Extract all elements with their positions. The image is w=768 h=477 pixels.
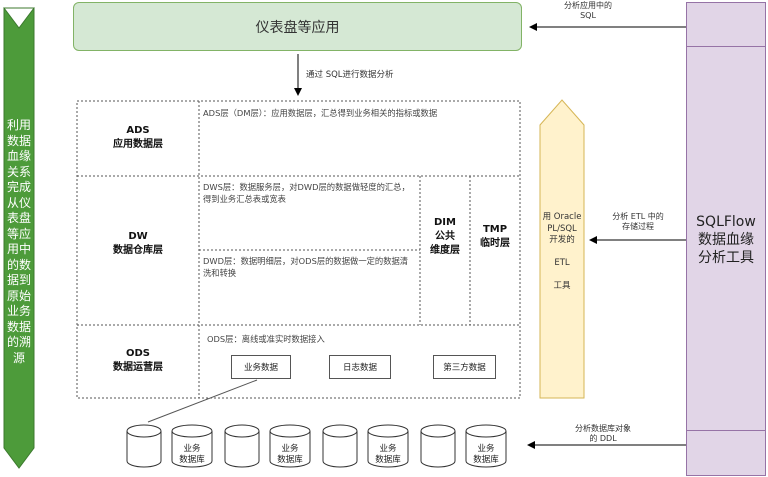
ods-layer-desc: ODS层：离线或准实时数据接入 — [207, 334, 325, 344]
tmp-layer-title: TMP 临时层 — [480, 224, 510, 249]
etl-arrow-shape — [539, 99, 585, 399]
dim-layer-title: DIM 公共 维度层 — [430, 217, 460, 256]
annotation-analyze-ddl: 分析数据库对象 的 DDL — [575, 424, 631, 443]
sqlflow-panel — [686, 2, 766, 476]
db-label-1: 业务 数据库 — [179, 444, 205, 465]
annotation-analyze-sql: 分析应用中的 SQL — [564, 1, 612, 20]
lineage-trace-label: 利用 数据 血缘 关系 完成 从仪 表盘 等应 用中 的数 据到 原始 业务 数… — [6, 118, 31, 365]
database-cylinder-3 — [224, 424, 260, 468]
db-label-3: 业务 数据库 — [375, 444, 401, 465]
dw-layer-title: DW 数据仓库层 — [113, 231, 163, 256]
dashboard-app-box: 仪表盘等应用 — [73, 2, 522, 51]
database-cylinder-8 — [465, 424, 507, 468]
database-cylinder-2 — [171, 424, 213, 468]
database-cylinders — [126, 424, 507, 468]
annotation-analyze-etl: 分析 ETL 中的 存储过程 — [612, 212, 664, 231]
etl-tool-label: 用 Oracle PL/SQL 开发的 ETL 工具 — [542, 212, 582, 291]
database-cylinder-6 — [367, 424, 409, 468]
ods-layer-title: ODS 数据运营层 — [113, 348, 163, 373]
db-label-2: 业务 数据库 — [277, 444, 303, 465]
database-cylinder-5 — [322, 424, 358, 468]
database-cylinder-4 — [269, 424, 311, 468]
business-data-tag: 业务数据 — [231, 355, 291, 379]
db-to-business-data-line — [147, 379, 258, 423]
third-party-data-tag: 第三方数据 — [433, 355, 496, 379]
dashboard-app-label: 仪表盘等应用 — [255, 19, 340, 36]
sql-analysis-label: 通过 SQL进行数据分析 — [306, 70, 394, 80]
ads-layer-title: ADS 应用数据层 — [113, 125, 163, 150]
db-label-4: 业务 数据库 — [473, 444, 499, 465]
sqlflow-divider-bottom — [686, 430, 766, 431]
sqlflow-divider-top — [686, 46, 766, 47]
database-cylinder-1 — [126, 424, 162, 468]
ads-layer-desc: ADS层（DM层）：应用数据层，汇总得到业务相关的指标或数据 — [203, 108, 438, 118]
dws-layer-desc: DWS层：数据服务层，对DWD层的数据做轻度的汇总，得到业务汇总表或宽表 — [203, 182, 410, 204]
database-cylinder-7 — [420, 424, 456, 468]
dwd-layer-desc: DWD层：数据明细层，对ODS层的数据做一定的数据清洗和转换 — [203, 256, 409, 278]
sqlflow-tool-label: SQLFlow 数据血缘 分析工具 — [696, 214, 756, 266]
log-data-tag: 日志数据 — [329, 355, 391, 379]
